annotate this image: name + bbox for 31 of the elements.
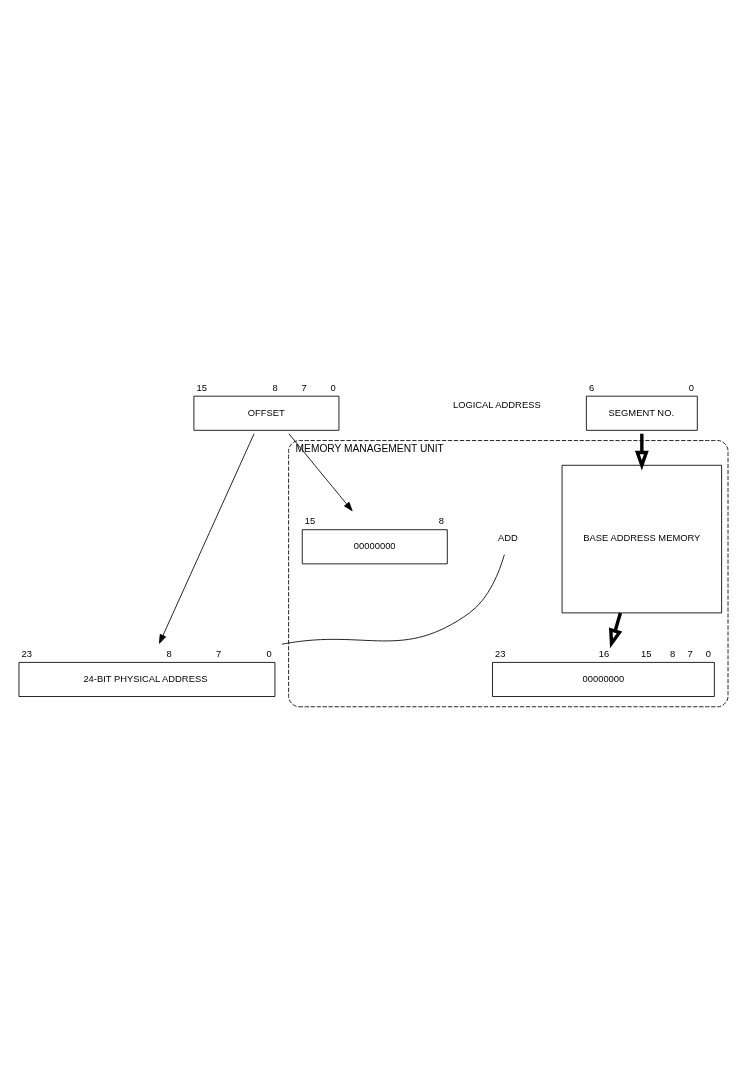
- node-box: 00000000: [301, 528, 448, 564]
- node-label: 23: [495, 648, 506, 659]
- node-label: 0: [330, 382, 336, 393]
- node-box: SEGMENT NO.: [585, 395, 698, 431]
- connector: [281, 553, 505, 645]
- node-label: 7: [216, 648, 222, 659]
- node-label: 0: [688, 382, 694, 393]
- node-label: 8: [438, 515, 444, 526]
- node-label: 15: [304, 515, 316, 526]
- node-label: 8: [272, 382, 278, 393]
- node-label: 0: [705, 648, 712, 659]
- node-label: 6: [588, 382, 595, 393]
- node-label: 7: [687, 648, 693, 659]
- arrow: [288, 432, 353, 511]
- node-label: 0: [266, 648, 272, 659]
- node-box: 24-BIT PHYSICAL ADDRESS: [18, 661, 276, 697]
- label: LOGICAL ADDRESS: [452, 399, 541, 410]
- node-label: 23: [21, 648, 32, 659]
- arrow: [609, 612, 623, 648]
- node-box: BASE ADDRESS MEMORY: [561, 464, 723, 613]
- node-label: 7: [301, 382, 307, 393]
- node-text: ADD: [497, 532, 518, 543]
- node-label: 8: [670, 648, 676, 659]
- node-label: 8: [166, 648, 172, 659]
- node-label: 15: [640, 648, 652, 659]
- arrow: [159, 432, 255, 644]
- arrow: [634, 433, 649, 470]
- node-box: OFFSET: [193, 395, 340, 431]
- node-label: 16: [598, 648, 610, 659]
- node-box: 00000000: [492, 661, 715, 697]
- node-label: 15: [196, 382, 207, 393]
